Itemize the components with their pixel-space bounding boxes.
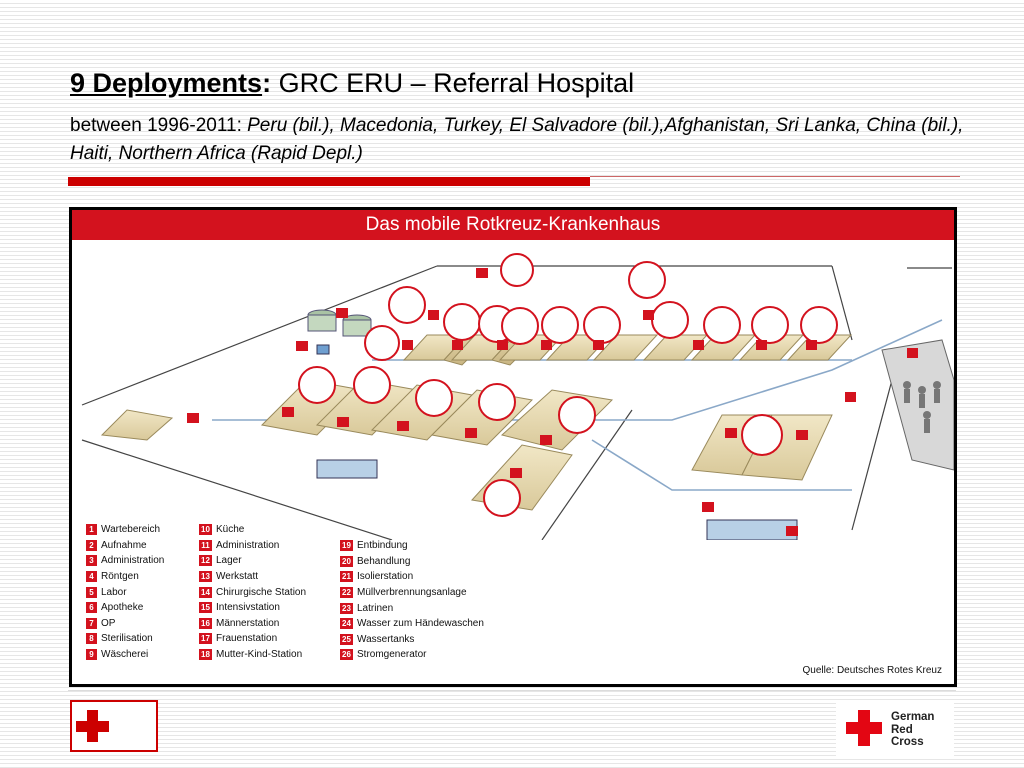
number-markers: [187, 268, 918, 536]
subtitle-period: between 1996-2011:: [70, 115, 248, 136]
title-rest: GRC ERU – Referral Hospital: [271, 68, 635, 98]
german-red-cross-logo: German Red Cross: [836, 700, 954, 756]
waiting-people: [903, 381, 941, 433]
grc-wordmark: German Red Cross: [891, 711, 935, 748]
hospital-illustration: Das mobile Rotkreuz-Krankenhaus: [69, 207, 957, 687]
camp-scene: [81, 253, 954, 540]
illustration-source: Quelle: Deutsches Rotes Kreuz: [802, 665, 942, 676]
latrines: [706, 519, 798, 540]
slide-subtitle: between 1996-2011: Peru (bil.), Macedoni…: [70, 112, 970, 168]
detail-circles: [298, 253, 838, 517]
waiting-area: [881, 339, 954, 471]
footer-divider: [68, 690, 956, 691]
title-colon: :: [262, 68, 272, 98]
title-underline-gray: [590, 176, 960, 177]
ifrc-logo: [70, 700, 158, 752]
water-tanks: [307, 309, 372, 337]
red-cross-icon: [846, 710, 882, 746]
red-cross-red-crescent-icon: [76, 708, 138, 744]
generator: [316, 344, 330, 355]
title-underline-red: [68, 177, 590, 186]
illustration-banner: Das mobile Rotkreuz-Krankenhaus: [72, 210, 954, 240]
wash-station: [316, 459, 378, 479]
slide-title: 9 Deployments: GRC ERU – Referral Hospit…: [70, 68, 634, 99]
subtitle-places: Peru (bil.), Macedonia, Turkey, El Salva…: [70, 115, 964, 164]
title-deployments: 9 Deployments: [70, 68, 263, 98]
